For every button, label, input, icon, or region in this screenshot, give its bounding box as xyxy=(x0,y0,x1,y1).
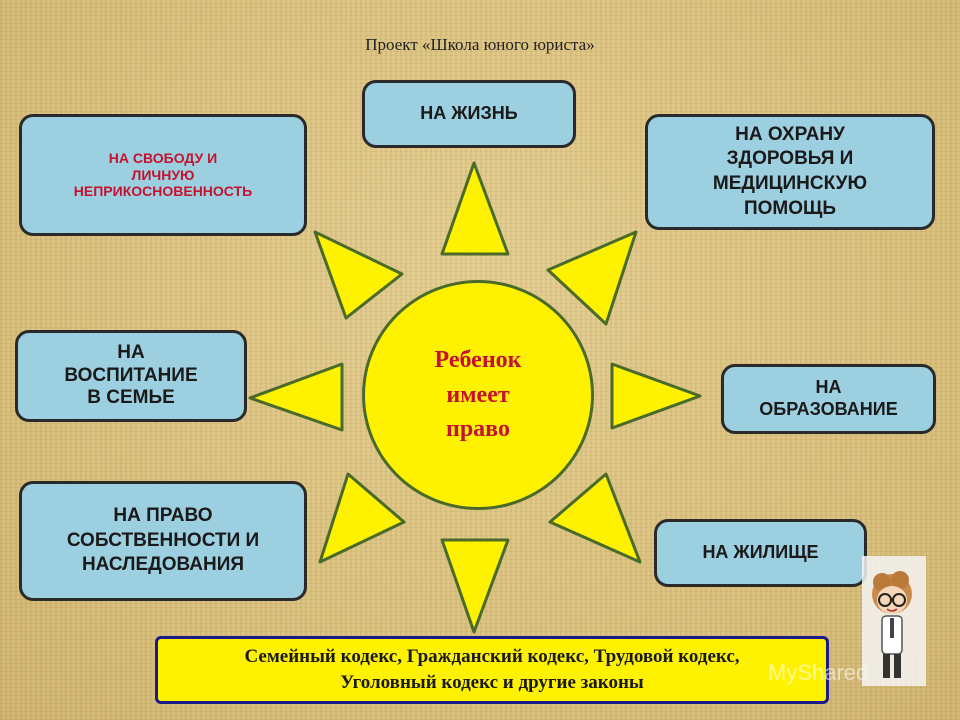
ray-top-right xyxy=(546,230,638,326)
box-life: НА ЖИЗНЬ xyxy=(362,80,576,148)
box-freedom-line-1: НА СВОБОДУ И xyxy=(108,149,218,166)
box-health-line-2: ЗДОРОВЬЯ И xyxy=(726,148,854,170)
box-property: НА ПРАВО СОБСТВЕННОСТИ И НАСЛЕДОВАНИЯ xyxy=(19,481,307,601)
box-health-line-4: ПОМОЩЬ xyxy=(743,197,837,219)
ray-left xyxy=(248,362,344,432)
box-education-line-2: ОБРАЗОВАНИЕ xyxy=(759,399,898,419)
laws-line-1: Семейный кодекс, Гражданский кодекс, Тру… xyxy=(244,646,740,668)
cartoon-student-figure-icon xyxy=(862,556,926,686)
box-education: НА ОБРАЗОВАНИЕ xyxy=(721,364,936,434)
box-property-line-2: СОБСТВЕННОСТИ И xyxy=(66,529,260,551)
laws-banner: Семейный кодекс, Гражданский кодекс, Тру… xyxy=(155,636,829,704)
box-upbringing: НА ВОСПИТАНИЕ В СЕМЬЕ xyxy=(15,330,247,422)
box-property-line-1: НА ПРАВО xyxy=(113,504,213,526)
box-upbringing-line-1: НА xyxy=(117,341,145,363)
box-upbringing-line-3: В СЕМЬЕ xyxy=(87,387,175,409)
box-upbringing-line-2: ВОСПИТАНИЕ xyxy=(64,364,198,386)
ray-right xyxy=(610,362,702,430)
watermark: MyShared xyxy=(768,660,869,685)
box-freedom-line-2: ЛИЧНУЮ xyxy=(131,166,195,183)
page-title: Проект «Школа юного юриста» xyxy=(365,35,595,54)
box-property-line-3: НАСЛЕДОВАНИЯ xyxy=(81,554,245,576)
center-line-2: имеет xyxy=(446,381,510,408)
box-health: НА ОХРАНУ ЗДОРОВЬЯ И МЕДИЦИНСКУЮ ПОМОЩЬ xyxy=(645,114,935,230)
laws-line-2: Уголовный кодекс и другие законы xyxy=(340,672,644,693)
ray-top xyxy=(440,161,510,256)
ray-bottom-right xyxy=(548,472,642,564)
box-freedom-line-3: НЕПРИКОСНОВЕННОСТЬ xyxy=(73,183,253,200)
box-life-label: НА ЖИЗНЬ xyxy=(420,103,518,124)
center-line-1: Ребенок xyxy=(434,346,522,373)
box-education-line-1: НА xyxy=(815,377,842,398)
box-health-line-3: МЕДИЦИНСКУЮ xyxy=(712,173,868,194)
box-housing-label: НА ЖИЛИЩЕ xyxy=(702,542,819,563)
box-housing: НА ЖИЛИЩЕ xyxy=(654,519,867,587)
center-circle: Ребенок имеет право xyxy=(362,280,594,510)
box-freedom: НА СВОБОДУ И ЛИЧНУЮ НЕПРИКОСНОВЕННОСТЬ xyxy=(19,114,307,236)
center-line-3: право xyxy=(446,416,510,443)
box-health-line-1: НА ОХРАНУ xyxy=(735,123,845,145)
ray-top-left xyxy=(313,230,404,320)
ray-bottom-left xyxy=(318,472,406,564)
ray-bottom xyxy=(440,538,510,634)
